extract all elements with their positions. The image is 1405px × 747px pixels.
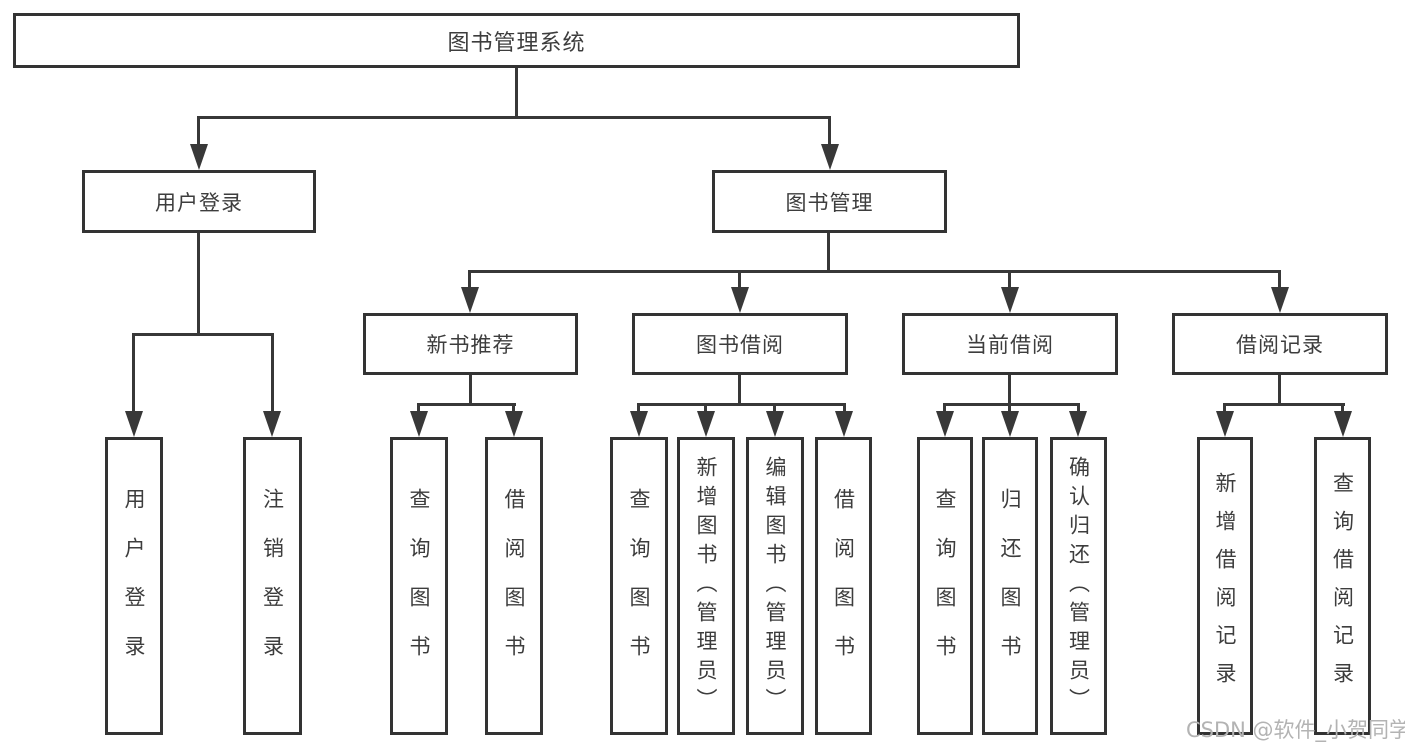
connector-drop-line bbox=[1278, 272, 1281, 289]
arrow-down-icon bbox=[1271, 287, 1289, 313]
arrow-down-icon bbox=[1001, 411, 1019, 437]
node-label: 图书借阅 bbox=[696, 333, 784, 357]
leaf-add-book-admin: 新增图书（管理员） bbox=[677, 437, 735, 735]
connector-bookmgmt-stem bbox=[827, 233, 830, 272]
node-new-book-recommendation: 新书推荐 bbox=[363, 313, 578, 375]
connector-drop-line bbox=[197, 118, 200, 146]
connector-group-stem bbox=[1278, 375, 1281, 405]
connector-root-stem bbox=[515, 68, 518, 118]
arrow-down-icon bbox=[936, 411, 954, 437]
leaf-return-book: 归还图书 bbox=[982, 437, 1038, 735]
node-label: 当前借阅 bbox=[966, 333, 1054, 357]
connector-drop-line bbox=[1008, 405, 1011, 413]
csdn-watermark: CSDN @软件_小贺同学 bbox=[1186, 718, 1405, 742]
leaf-label: 注销登录 bbox=[260, 488, 285, 684]
leaf-label: 借阅图书 bbox=[831, 488, 856, 684]
leaf-label: 查询图书 bbox=[627, 488, 651, 684]
leaf-query-borrow-record: 查询借阅记录 bbox=[1314, 437, 1371, 735]
arrow-down-icon bbox=[1334, 411, 1352, 437]
leaf-borrow-books-recommend: 借阅图书 bbox=[485, 437, 543, 735]
arrow-down-icon bbox=[190, 144, 208, 170]
connector-drop-line bbox=[773, 405, 776, 413]
connector-userlogin-stem bbox=[197, 233, 200, 335]
leaf-label: 确认归还（管理员） bbox=[1066, 455, 1091, 717]
connector-drop-line bbox=[738, 272, 741, 289]
arrow-down-icon bbox=[697, 411, 715, 437]
arrow-down-icon bbox=[821, 144, 839, 170]
node-current-borrowing: 当前借阅 bbox=[902, 313, 1118, 375]
leaf-label: 新增图书（管理员） bbox=[694, 455, 718, 717]
connector-drop-line bbox=[828, 118, 831, 146]
node-label: 新书推荐 bbox=[426, 333, 515, 357]
leaf-edit-book-admin: 编辑图书（管理员） bbox=[746, 437, 804, 735]
node-library-management-system: 图书管理系统 bbox=[13, 13, 1020, 68]
node-label: 图书管理 bbox=[785, 190, 874, 215]
connector-userlogin-hbar bbox=[132, 333, 274, 336]
arrow-down-icon bbox=[630, 411, 648, 437]
leaf-label: 编辑图书（管理员） bbox=[763, 455, 787, 717]
node-label: 图书管理系统 bbox=[447, 30, 586, 56]
node-borrowing-records: 借阅记录 bbox=[1172, 313, 1388, 375]
connector-group-hbar bbox=[417, 403, 516, 406]
connector-drop-line bbox=[1341, 405, 1344, 413]
arrow-down-icon bbox=[505, 411, 523, 437]
connector-drop-line bbox=[1223, 405, 1226, 413]
connector-drop-line bbox=[843, 405, 846, 413]
leaf-label: 归还图书 bbox=[998, 488, 1022, 684]
connector-drop-line bbox=[132, 335, 135, 413]
arrow-down-icon bbox=[1001, 287, 1019, 313]
leaf-borrow-books-borrowing: 借阅图书 bbox=[815, 437, 872, 735]
connector-drop-line bbox=[417, 405, 420, 413]
connector-drop-line bbox=[468, 272, 471, 289]
connector-drop-line bbox=[271, 335, 274, 413]
connector-drop-line bbox=[1008, 272, 1011, 289]
leaf-label: 借阅图书 bbox=[502, 488, 526, 684]
arrow-down-icon bbox=[1216, 411, 1234, 437]
node-label: 用户登录 bbox=[155, 190, 243, 215]
leaf-query-books-current: 查询图书 bbox=[917, 437, 973, 735]
connector-group-stem bbox=[469, 375, 472, 405]
leaf-confirm-return-admin: 确认归还（管理员） bbox=[1050, 437, 1107, 735]
leaf-label: 查询图书 bbox=[407, 488, 431, 684]
arrow-down-icon bbox=[766, 411, 784, 437]
connector-group-hbar bbox=[637, 403, 846, 406]
connector-drop-line bbox=[704, 405, 707, 413]
leaf-label: 用户登录 bbox=[122, 488, 146, 684]
leaf-query-books-recommend: 查询图书 bbox=[390, 437, 448, 735]
connector-group-stem bbox=[1008, 375, 1011, 405]
arrow-down-icon bbox=[461, 287, 479, 313]
arrow-down-icon bbox=[731, 287, 749, 313]
node-book-borrowing: 图书借阅 bbox=[632, 313, 848, 375]
connector-drop-line bbox=[943, 405, 946, 413]
connector-drop-line bbox=[512, 405, 515, 413]
leaf-logout: 注销登录 bbox=[243, 437, 302, 735]
leaf-query-books-borrowing: 查询图书 bbox=[610, 437, 668, 735]
connector-root-hbar bbox=[197, 116, 831, 119]
leaf-user-login: 用户登录 bbox=[105, 437, 163, 735]
leaf-label: 查询图书 bbox=[933, 488, 957, 684]
node-label: 借阅记录 bbox=[1236, 333, 1324, 357]
arrow-down-icon bbox=[835, 411, 853, 437]
arrow-down-icon bbox=[1069, 411, 1087, 437]
arrow-down-icon bbox=[125, 411, 143, 437]
connector-group-stem bbox=[738, 375, 741, 405]
node-book-management: 图书管理 bbox=[712, 170, 947, 233]
connector-group-hbar bbox=[1223, 403, 1345, 406]
arrow-down-icon bbox=[410, 411, 428, 437]
connector-group-hbar bbox=[943, 403, 1080, 406]
leaf-add-borrow-record: 新增借阅记录 bbox=[1197, 437, 1253, 735]
node-user-login: 用户登录 bbox=[82, 170, 316, 233]
leaf-label: 新增借阅记录 bbox=[1213, 472, 1237, 700]
leaf-label: 查询借阅记录 bbox=[1330, 472, 1355, 700]
connector-bookmgmt-hbar bbox=[468, 270, 1281, 273]
connector-drop-line bbox=[637, 405, 640, 413]
arrow-down-icon bbox=[263, 411, 281, 437]
connector-drop-line bbox=[1077, 405, 1080, 413]
